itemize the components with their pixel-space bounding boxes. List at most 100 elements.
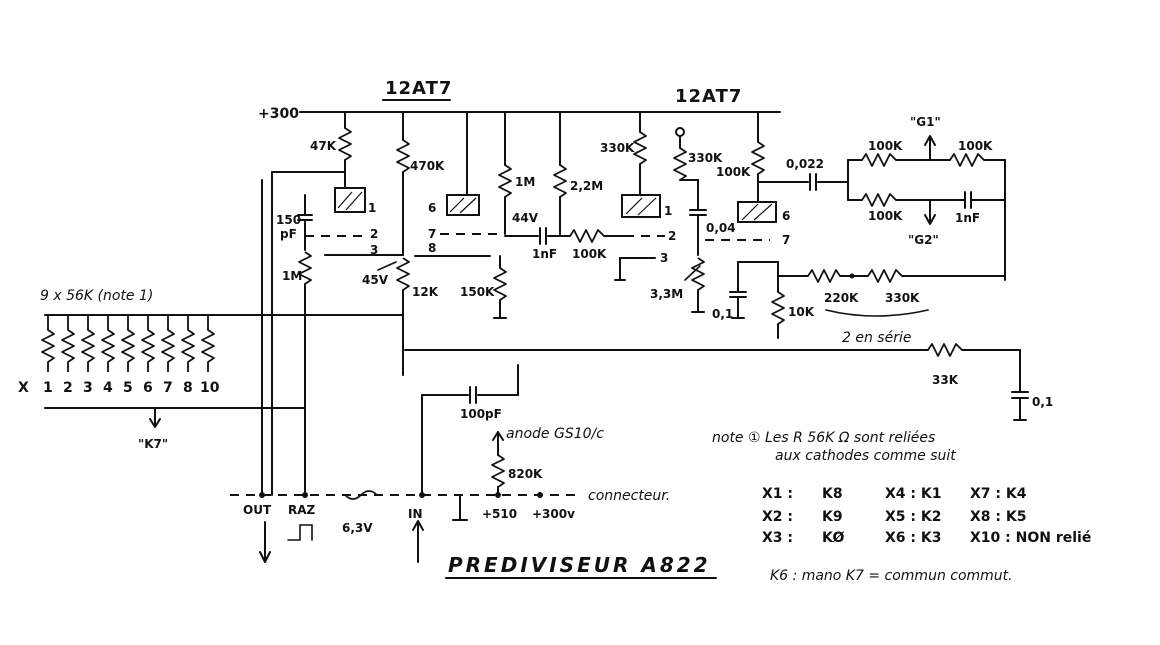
resistor-100k-anode: 100K	[716, 111, 765, 203]
svg-text:"G2": "G2"	[908, 233, 939, 247]
svg-text:X1 :: X1 :	[762, 486, 793, 502]
svg-text:3: 3	[83, 380, 93, 396]
svg-text:KØ: KØ	[822, 530, 844, 546]
svg-text:"G1": "G1"	[910, 115, 941, 129]
capacitor-004: 0,04 7	[689, 179, 790, 256]
resistor-820k: 820K anode GS10/c	[491, 426, 604, 496]
svg-text:2,2M: 2,2M	[570, 179, 603, 193]
svg-text:330K: 330K	[600, 141, 635, 155]
svg-text:45V: 45V	[362, 273, 389, 287]
svg-text:0,1: 0,1	[712, 307, 733, 321]
svg-text:1: 1	[368, 201, 376, 215]
svg-text:X5 : K2: X5 : K2	[885, 509, 941, 525]
resistor-bank: 9 x 56K (note 1) X 1 2 3 4 5 6 7 8 10	[18, 288, 404, 451]
svg-text:6,3V: 6,3V	[342, 521, 373, 535]
capacitor-01: 0,1	[712, 261, 779, 321]
tube-left-b: 6	[428, 111, 480, 216]
bottom-note: K6 : mano K7 = commun commut.	[770, 568, 1013, 584]
svg-text:330K: 330K	[885, 291, 920, 305]
svg-text:3,3M: 3,3M	[650, 287, 683, 301]
svg-text:X: X	[18, 380, 29, 396]
svg-text:2: 2	[370, 227, 378, 241]
svg-text:44V: 44V	[512, 211, 539, 225]
svg-text:33K: 33K	[932, 373, 959, 387]
capacitor-1nf-mid: 1nF	[504, 227, 571, 261]
svg-text:100K: 100K	[868, 209, 903, 223]
svg-text:150: 150	[276, 213, 301, 227]
mapping-table: X1 : K8 X4 : K1 X7 : K4 X2 : K9 X5 : K2 …	[762, 486, 1091, 546]
svg-text:X3 :: X3 :	[762, 530, 793, 546]
resistor-1m-grid: 1M	[282, 251, 312, 411]
note-block: note ① Les R 56K Ω sont reliées aux cath…	[712, 430, 956, 464]
output-network: "G1" 100K 100K "G2" 100K 1nF	[847, 115, 1006, 281]
svg-text:4: 4	[103, 380, 113, 396]
svg-text:2: 2	[668, 229, 676, 243]
resistor-3m3: 3,3M	[650, 257, 705, 313]
svg-text:820K: 820K	[508, 467, 543, 481]
hv-label: +300	[258, 106, 299, 122]
capacitor-0022: 0,022	[757, 157, 849, 191]
svg-text:3: 3	[370, 243, 378, 257]
resistor-1m: 1M 44V	[498, 111, 539, 235]
svg-text:150K: 150K	[460, 285, 495, 299]
svg-text:3: 3	[660, 251, 668, 265]
svg-text:X6 : K3: X6 : K3	[885, 530, 941, 546]
svg-text:K8: K8	[822, 486, 843, 502]
svg-text:1: 1	[43, 380, 53, 396]
svg-text:pF: pF	[280, 227, 297, 241]
svg-text:12K: 12K	[412, 285, 439, 299]
svg-text:+510: +510	[482, 507, 517, 521]
resistor-series: 220K 330K 2 en série	[777, 269, 1006, 346]
diagram-title: PREDIVISEUR A822	[448, 553, 711, 577]
svg-text:X4 : K1: X4 : K1	[885, 486, 941, 502]
svg-text:100K: 100K	[716, 165, 751, 179]
svg-text:0,04: 0,04	[706, 221, 736, 235]
svg-text:8: 8	[183, 380, 193, 396]
svg-text:9 x 56K (note 1): 9 x 56K (note 1)	[40, 288, 153, 304]
svg-text:10K: 10K	[788, 305, 815, 319]
svg-text:7: 7	[428, 227, 436, 241]
svg-text:8: 8	[428, 241, 436, 255]
svg-text:6: 6	[428, 201, 436, 215]
svg-text:aux cathodes comme suit: aux cathodes comme suit	[775, 448, 956, 464]
hv-rail: +300	[258, 106, 781, 122]
svg-text:1nF: 1nF	[955, 211, 980, 225]
svg-text:7: 7	[782, 233, 790, 247]
resistor-47k: 47K	[310, 111, 352, 189]
svg-text:X8 : K5: X8 : K5	[970, 509, 1026, 525]
svg-text:470K: 470K	[410, 159, 445, 173]
svg-text:10: 10	[200, 380, 220, 396]
tube-right-b: 6	[737, 201, 790, 223]
svg-text:1M: 1M	[515, 175, 535, 189]
svg-text:IN: IN	[408, 507, 423, 521]
svg-text:6: 6	[782, 209, 790, 223]
resistor-470k: 470K	[396, 111, 445, 256]
resistor-100k-mid: 100K 2	[569, 229, 676, 261]
bank-numbers: 1 2 3 4 5 6 7 8 10	[43, 380, 220, 396]
svg-text:100pF: 100pF	[460, 407, 502, 421]
capacitor-150pf: 150 pF	[271, 171, 346, 496]
svg-text:note ① Les R 56K Ω sont reliée: note ① Les R 56K Ω sont reliées	[712, 430, 935, 446]
svg-text:100K: 100K	[958, 139, 993, 153]
svg-text:"K7": "K7"	[138, 437, 168, 451]
svg-text:X2 :: X2 :	[762, 509, 793, 525]
left-tube-type: 12AT7	[385, 78, 452, 99]
svg-text:anode GS10/c: anode GS10/c	[506, 426, 604, 442]
tube-left-a: 1	[334, 187, 376, 215]
resistor-10k: 10K	[771, 261, 815, 339]
svg-text:47K: 47K	[310, 139, 337, 153]
capacitor-01-right: 0,1	[1011, 391, 1053, 421]
svg-text:220K: 220K	[824, 291, 859, 305]
svg-text:0,022: 0,022	[786, 157, 824, 171]
resistor-12k: 12K 45V	[362, 257, 439, 319]
svg-text:0,1: 0,1	[1032, 395, 1053, 409]
svg-text:7: 7	[163, 380, 173, 396]
svg-text:6: 6	[143, 380, 153, 396]
resistor-330k-a: 330K	[600, 111, 647, 196]
svg-text:1M: 1M	[282, 269, 302, 283]
resistor-33k: 33K	[404, 343, 1021, 393]
resistor-150k: 150K	[460, 255, 507, 319]
svg-text:RAZ: RAZ	[288, 503, 316, 517]
resistor-2m2: 2,2M	[553, 111, 603, 237]
